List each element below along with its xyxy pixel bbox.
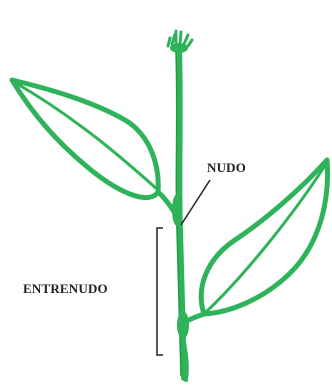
flower-bud [168, 31, 192, 53]
lower-node-swelling [177, 311, 189, 339]
right-leaf-petiole [185, 314, 204, 322]
node-pointer-line [181, 180, 210, 225]
node-label: NUDO [207, 160, 246, 176]
internode-bracket [157, 228, 163, 355]
internode-label: ENTRENUDO [23, 281, 108, 297]
right-leaf [201, 160, 327, 314]
left-leaf [12, 80, 158, 198]
